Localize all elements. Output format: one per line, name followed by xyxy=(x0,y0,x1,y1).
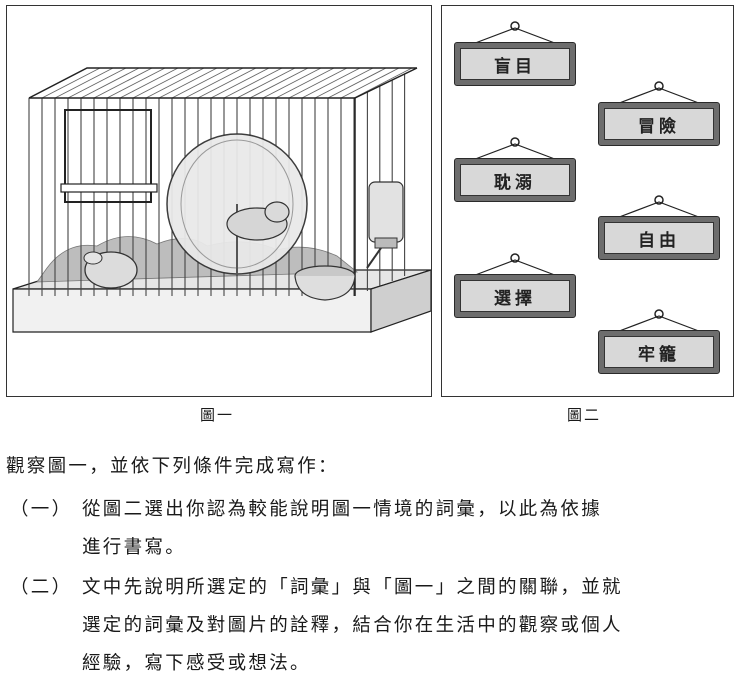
figure-1-panel xyxy=(6,5,432,397)
sign-adventure: 冒險 xyxy=(598,78,720,146)
condition-line: 從圖二選出你認為較能說明圖一情境的詞彙，以此為依據 xyxy=(82,499,603,520)
figure-2-caption: 圖二 xyxy=(567,406,602,424)
hamster-cage-illustration xyxy=(12,67,431,333)
sign-label: 自由 xyxy=(604,222,714,254)
sign-freedom: 自由 xyxy=(598,192,720,260)
sign-label: 選擇 xyxy=(460,280,570,312)
hanging-wire-icon xyxy=(613,309,705,334)
hanging-wire-icon xyxy=(469,253,561,278)
instructions-intro: 觀察圖一，並依下列條件完成寫作： xyxy=(6,456,339,477)
sign-label: 盲目 xyxy=(460,48,570,80)
sign-blind: 盲目 xyxy=(454,18,576,86)
sign-label: 牢籠 xyxy=(604,336,714,368)
hanging-wire-icon xyxy=(469,137,561,162)
sign-cage: 牢籠 xyxy=(598,306,720,374)
sign-indulge: 耽溺 xyxy=(454,134,576,202)
hanging-wire-icon xyxy=(613,81,705,106)
condition-line: 進行書寫。 xyxy=(82,537,187,558)
sign-choice: 選擇 xyxy=(454,250,576,318)
sign-label: 冒險 xyxy=(604,108,714,140)
figure-2-panel: 盲目 冒險 耽溺 自由 選擇 牢籠 xyxy=(441,5,734,397)
condition-line: 經驗，寫下感受或想法。 xyxy=(82,653,311,674)
condition-line: 文中先說明所選定的「詞彙」與「圖一」之間的關聯，並就 xyxy=(82,577,623,598)
condition-line: 選定的詞彙及對圖片的詮釋，結合你在生活中的觀察或個人 xyxy=(82,615,623,636)
hanging-wire-icon xyxy=(469,21,561,46)
hanging-wire-icon xyxy=(613,195,705,220)
condition-number: （一） xyxy=(10,499,73,520)
sign-label: 耽溺 xyxy=(460,164,570,196)
figure-1-caption: 圖一 xyxy=(200,406,235,424)
condition-number: （二） xyxy=(10,577,73,598)
